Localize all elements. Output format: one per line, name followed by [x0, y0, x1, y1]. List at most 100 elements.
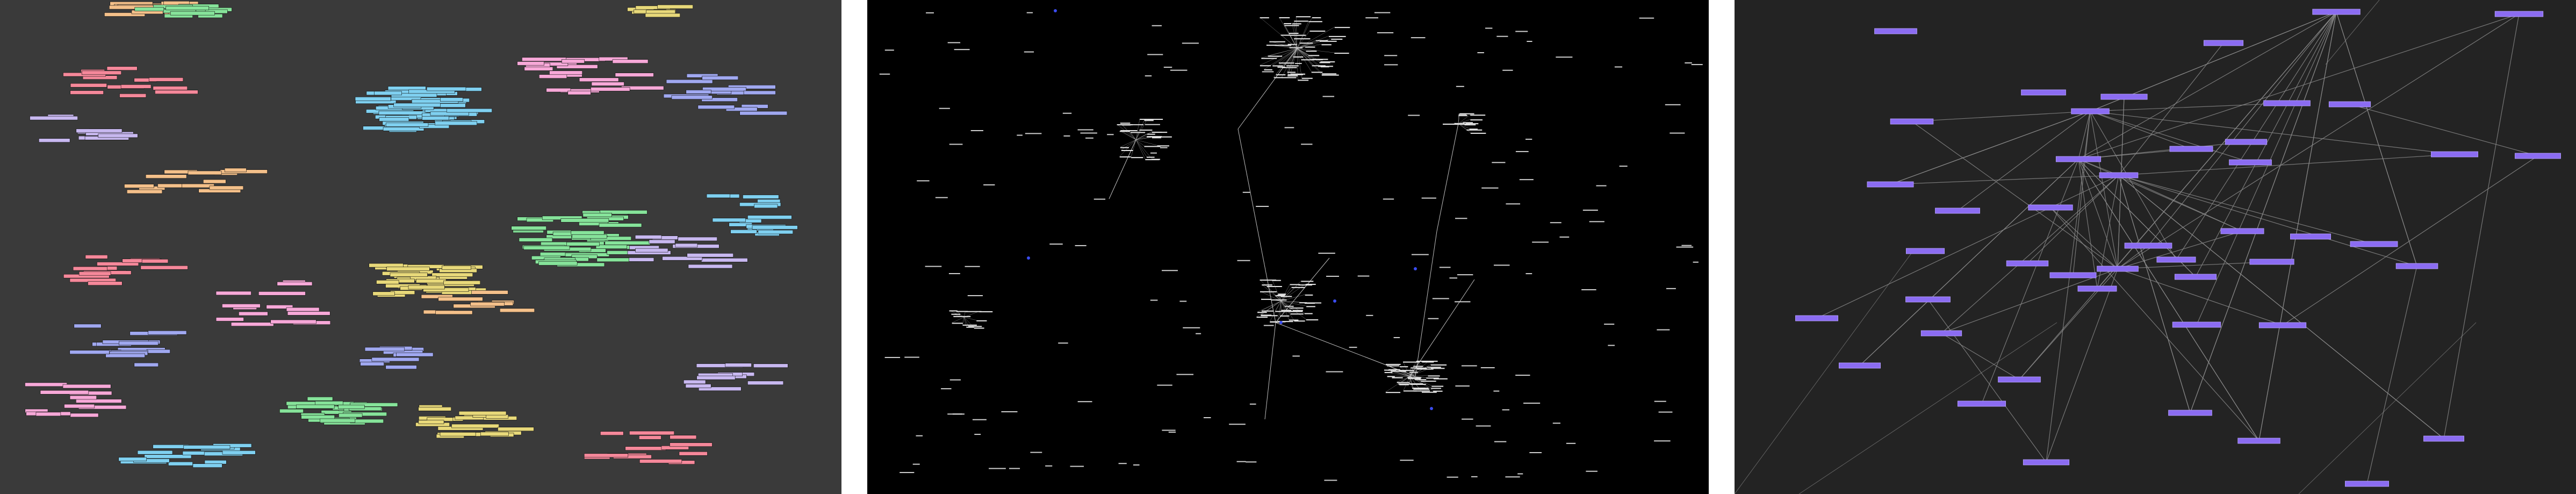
graph-node[interactable]: [1270, 321, 1280, 323]
graph-node[interactable]: [1257, 312, 1267, 313]
graph-node[interactable]: [105, 353, 146, 358]
graph-node[interactable]: [939, 108, 950, 109]
graph-node[interactable]: [134, 7, 164, 11]
graph-node[interactable]: [1691, 64, 1703, 66]
graph-node[interactable]: [1162, 429, 1176, 431]
graph-node[interactable]: [188, 170, 222, 175]
graph-node[interactable]: [1654, 400, 1666, 402]
graph-node[interactable]: [1001, 411, 1018, 412]
graph-node[interactable]: [1515, 375, 1530, 376]
graph-node[interactable]: [415, 278, 447, 283]
graph-node[interactable]: [1229, 424, 1246, 425]
graph-node[interactable]: [1305, 46, 1315, 48]
graph-node[interactable]: [1492, 162, 1506, 163]
graph-node[interactable]: [1075, 245, 1086, 246]
graph-node[interactable]: [1236, 461, 1246, 462]
graph-node[interactable]: [148, 330, 187, 335]
graph-node[interactable]: [1157, 384, 1172, 386]
graph-node[interactable]: [1277, 66, 1286, 68]
graph-node[interactable]: [1261, 58, 1277, 59]
graph-node[interactable]: [222, 304, 261, 308]
graph-node[interactable]: [1298, 80, 1309, 81]
graph-node[interactable]: [1430, 368, 1445, 369]
graph-node[interactable]: [499, 308, 535, 313]
graph-node[interactable]: [1552, 423, 1560, 424]
graph-node[interactable]: [1399, 370, 1414, 371]
graph-node[interactable]: [355, 97, 391, 101]
graph-node[interactable]: [523, 246, 570, 250]
graph-panel-purple-nodes[interactable]: [1735, 0, 2576, 494]
graph-node[interactable]: [916, 435, 923, 436]
graph-node[interactable]: [374, 91, 402, 96]
graph-node[interactable]: [1301, 77, 1313, 79]
graph-node[interactable]: [2263, 100, 2311, 106]
graph-node[interactable]: [1392, 377, 1403, 378]
graph-node[interactable]: [1290, 311, 1303, 312]
graph-node[interactable]: [1121, 149, 1133, 151]
graph-node[interactable]: [1300, 42, 1313, 44]
graph-node[interactable]: [1586, 470, 1598, 472]
graph-node[interactable]: [698, 386, 742, 391]
graph-node[interactable]: [600, 431, 624, 435]
graph-node[interactable]: [1179, 300, 1187, 302]
graph-node[interactable]: [1905, 296, 1951, 303]
highlighted-node[interactable]: [1027, 256, 1030, 260]
graph-node[interactable]: [1408, 114, 1420, 116]
graph-node[interactable]: [2494, 11, 2544, 17]
graph-node[interactable]: [2249, 259, 2294, 265]
graph-node[interactable]: [1304, 303, 1315, 304]
graph-node[interactable]: [1273, 77, 1283, 78]
graph-node[interactable]: [1471, 476, 1478, 477]
graph-node[interactable]: [379, 117, 409, 121]
graph-node[interactable]: [70, 413, 99, 418]
graph-node[interactable]: [739, 111, 788, 116]
graph-node[interactable]: [1139, 130, 1153, 131]
graph-node[interactable]: [1262, 284, 1272, 286]
graph-node[interactable]: [1127, 124, 1143, 126]
graph-node[interactable]: [1077, 401, 1092, 403]
graph-node[interactable]: [1403, 390, 1417, 392]
graph-node[interactable]: [39, 138, 70, 142]
graph-node[interactable]: [917, 180, 930, 182]
graph-node[interactable]: [1410, 384, 1426, 385]
graph-node[interactable]: [1246, 461, 1257, 463]
graph-node[interactable]: [1529, 452, 1542, 454]
graph-node[interactable]: [1443, 124, 1454, 125]
graph-node[interactable]: [1328, 35, 1346, 37]
graph-node[interactable]: [1604, 324, 1615, 325]
graph-node[interactable]: [1515, 151, 1529, 152]
graph-node[interactable]: [1455, 301, 1471, 303]
graph-node[interactable]: [1268, 55, 1283, 57]
graph-node[interactable]: [706, 194, 730, 198]
graph-node[interactable]: [584, 453, 629, 458]
graph-node[interactable]: [1278, 62, 1294, 64]
graph-node[interactable]: [286, 307, 320, 312]
graph-node[interactable]: [1391, 370, 1407, 372]
graph-node[interactable]: [671, 95, 713, 99]
graph-node[interactable]: [941, 388, 952, 390]
graph-node[interactable]: [2258, 322, 2307, 328]
graph-node[interactable]: [1608, 345, 1615, 346]
graph-node[interactable]: [421, 294, 453, 299]
graph-node[interactable]: [1463, 122, 1473, 124]
graph-node[interactable]: [1439, 267, 1451, 268]
graph-node[interactable]: [1305, 294, 1313, 296]
graph-node[interactable]: [1293, 56, 1304, 58]
graph-node[interactable]: [966, 326, 974, 328]
graph-node[interactable]: [625, 446, 666, 450]
graph-node[interactable]: [1289, 307, 1304, 309]
graph-node[interactable]: [120, 84, 152, 89]
graph-node[interactable]: [1469, 128, 1478, 130]
graph-node[interactable]: [1693, 261, 1699, 263]
graph-node[interactable]: [1566, 442, 1576, 444]
graph-node[interactable]: [422, 116, 449, 120]
graph-node[interactable]: [1428, 318, 1439, 319]
graph-node[interactable]: [1532, 241, 1549, 243]
graph-node[interactable]: [2156, 256, 2196, 263]
graph-node[interactable]: [1349, 347, 1357, 348]
graph-node[interactable]: [1399, 366, 1408, 368]
graph-node[interactable]: [408, 285, 445, 290]
graph-node[interactable]: [522, 57, 566, 62]
graph-node[interactable]: [1386, 363, 1401, 365]
graph-node[interactable]: [949, 310, 958, 312]
